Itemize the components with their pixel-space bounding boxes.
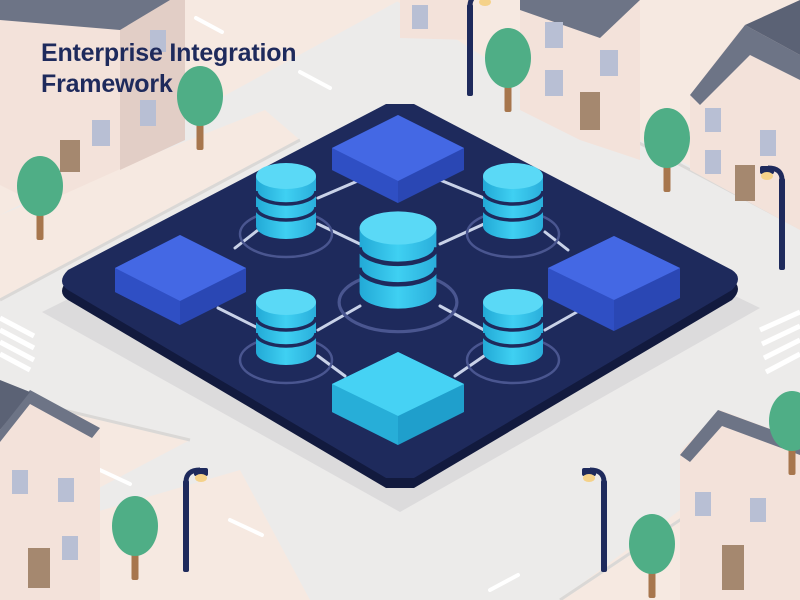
title-line-2: Framework [41,70,173,98]
left-block [115,235,246,325]
bottom-block [332,352,464,445]
house-icon [0,0,185,205]
page-title: Enterprise Integration Framework [41,38,297,100]
house-icon [690,0,800,230]
top-block [332,115,464,203]
house-icon [520,0,640,160]
lane-markings [98,16,714,592]
crosswalk-icon [0,309,800,375]
house-icon [400,0,470,40]
title-line-1: Enterprise Integration [41,39,297,67]
right-block [548,236,680,331]
house-icon [680,410,800,600]
house-icon [0,380,100,600]
